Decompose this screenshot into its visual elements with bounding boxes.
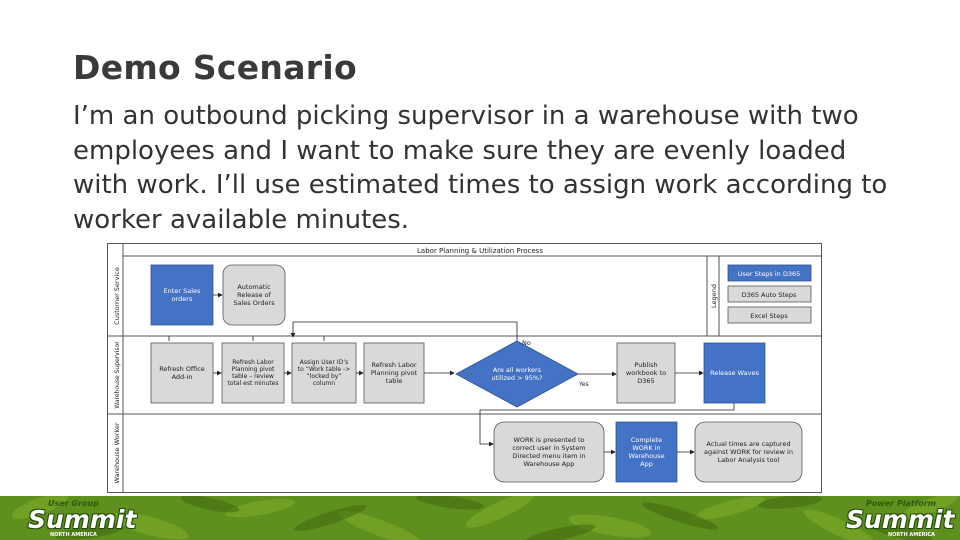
legend-excel-steps-swatch	[727, 306, 812, 324]
slide-body-text: I’m an outbound picking supervisor in a …	[73, 101, 888, 235]
legend-auto-steps-swatch	[727, 285, 812, 303]
power-platform-summit-logo: Power Platform Summit NORTH AMERICA	[846, 499, 955, 538]
step-assign-user-ids	[291, 342, 357, 404]
process-diagram: Labor Planning & Utilization Process Cus…	[107, 243, 822, 493]
right-logo-main-text: Summit	[846, 505, 955, 534]
lane-label-warehouse-worker: Warehouse Worker	[113, 422, 121, 483]
decision-workers-utilized	[455, 340, 579, 408]
right-logo-top-text: Power Platform	[866, 499, 936, 508]
step-refresh-pivot-label: Refresh Labor Planning pivot table – rev…	[227, 359, 279, 387]
left-logo-sub-text: NORTH AMERICA	[50, 532, 97, 538]
step-automatic-release	[222, 264, 286, 326]
slide-title: Demo Scenario	[73, 48, 357, 87]
step-enter-sales-orders-label: Enter Sales orders	[163, 287, 201, 303]
decision-yes-label: Yes	[578, 381, 589, 388]
step-assign-ids-label: Assign User ID’s to “Work table -> “lock…	[297, 359, 351, 387]
step-release-waves-label: Release Waves	[710, 369, 759, 377]
step-publish-label: Publish workbook to D365	[625, 361, 667, 385]
legend-label: Legend	[710, 284, 718, 308]
decision-label: Are all workers utilized > 95%?	[491, 366, 543, 382]
step-complete-work	[615, 421, 678, 483]
lane-label-customer-service: Customer Service	[113, 267, 121, 325]
step-refresh-labor-pivot-2	[363, 342, 425, 404]
right-logo-sub-text: NORTH AMERICA	[888, 532, 935, 538]
step-release-waves	[703, 342, 766, 404]
step-refresh-pivot-2-label: Refresh Labor Planning pivot table	[370, 361, 418, 385]
step-enter-sales-orders	[150, 264, 214, 326]
legend-user-steps-swatch	[727, 264, 812, 282]
legend-excel-steps-label: Excel Steps	[750, 312, 788, 320]
diagram-title: Labor Planning & Utilization Process	[417, 247, 543, 255]
decision-no-label: No	[522, 339, 531, 347]
step-work-presented-label: WORK is presented to correct user in Sys…	[512, 436, 586, 468]
lane-label-warehouse-supervisor: Warehouse Supervisor	[114, 341, 121, 409]
step-automatic-release-label: Automatic Release of Sales Orders	[233, 283, 275, 307]
step-actual-times	[694, 421, 803, 483]
step-refresh-office-label: Refresh Office Add-in	[159, 365, 205, 381]
left-logo-main-text: Summit	[28, 505, 137, 534]
step-publish-workbook	[616, 342, 676, 404]
process-diagram-svg: Labor Planning & Utilization Process Cus…	[108, 244, 821, 492]
footer-banner: User Group Summit NORTH AMERICA Power Pl…	[0, 496, 960, 540]
legend-auto-steps-label: D365 Auto Steps	[742, 291, 797, 299]
step-refresh-office-add-in	[150, 342, 214, 404]
footer-leaf-pattern	[0, 496, 960, 540]
step-complete-work-label: Complete WORK in Warehouse App	[628, 436, 665, 468]
user-group-summit-logo: User Group Summit NORTH AMERICA	[28, 499, 137, 538]
step-refresh-labor-pivot	[221, 342, 285, 404]
left-logo-top-text: User Group	[48, 499, 99, 508]
legend-user-steps-label: User Steps in D365	[738, 270, 801, 278]
step-actual-times-label: Actual times are captured against WORK f…	[704, 440, 793, 464]
